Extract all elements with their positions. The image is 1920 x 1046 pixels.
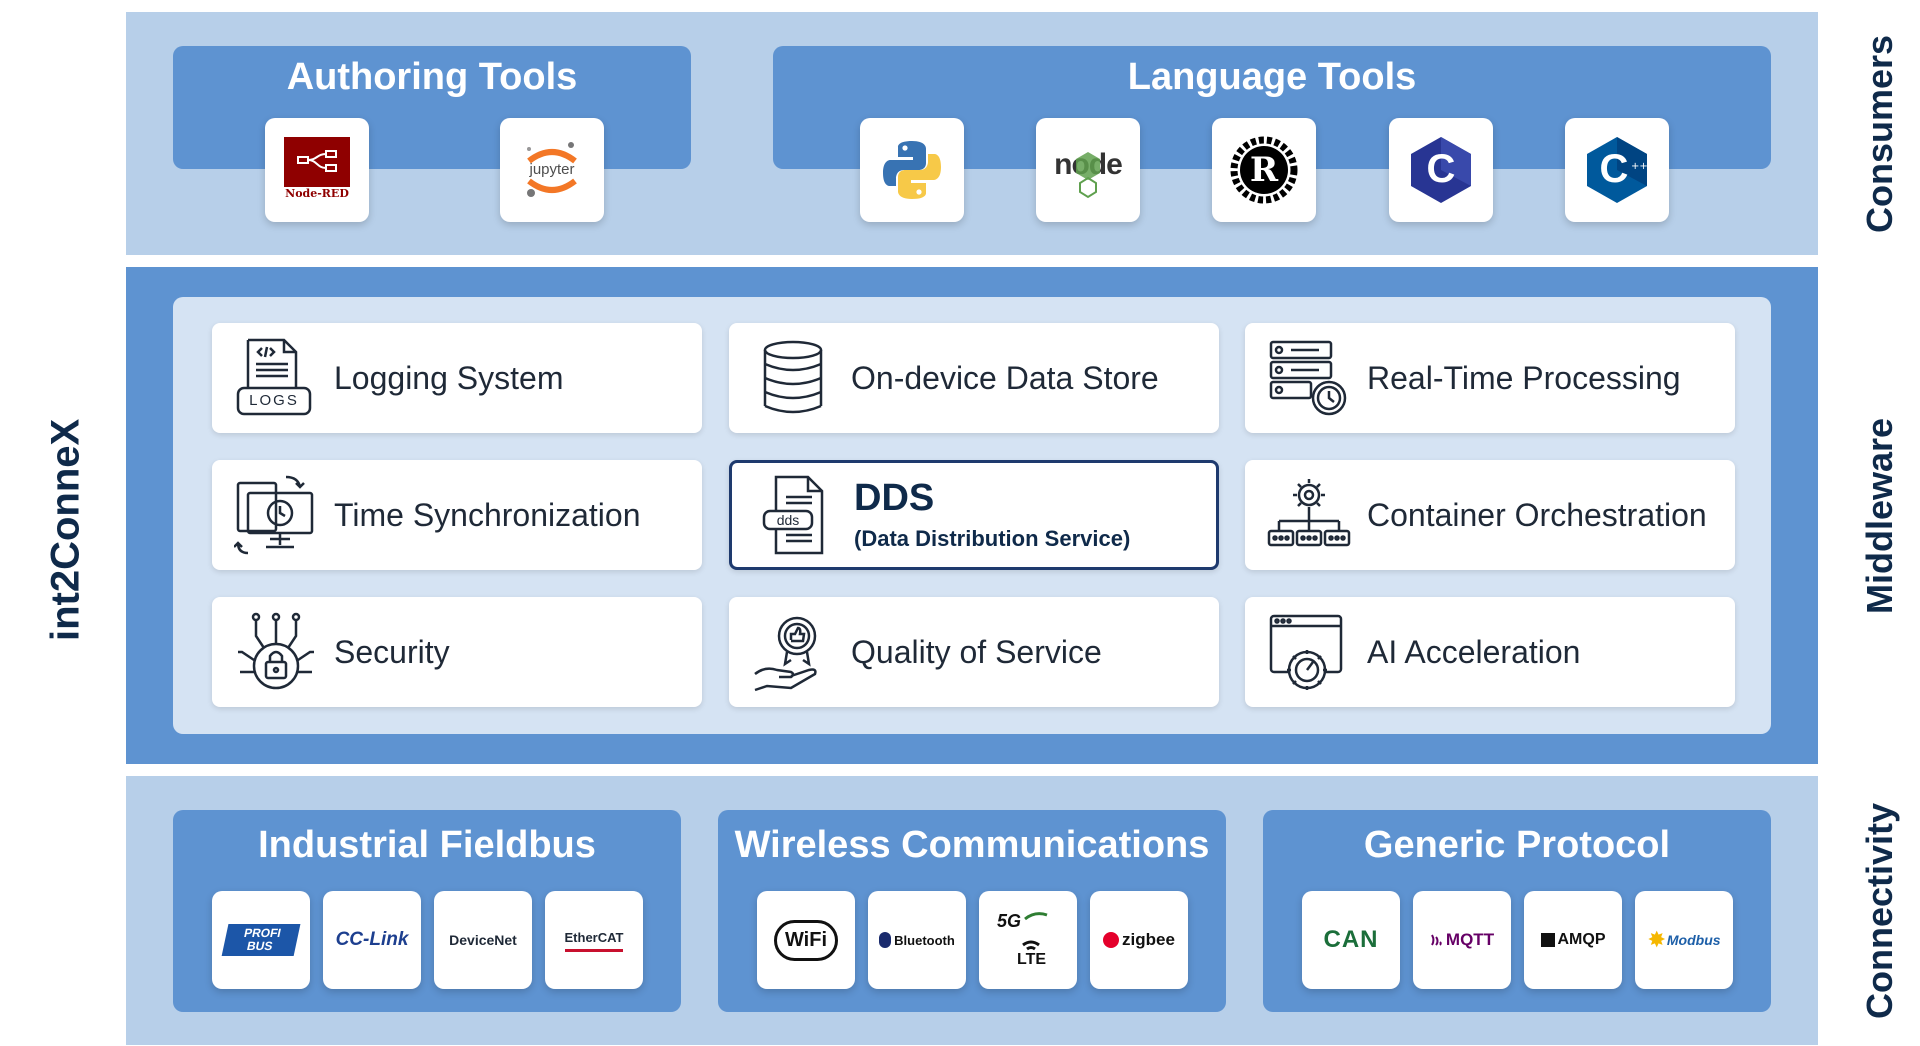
c-text: C [1426, 147, 1456, 191]
time-synchronization-card: Time Synchronization [212, 460, 702, 570]
modbus-text: Modbus [1666, 932, 1721, 948]
server-clock-icon [1269, 340, 1347, 416]
quality-of-service-card: Quality of Service [729, 597, 1219, 707]
devicenet-tile: DeviceNet [434, 891, 532, 989]
badge-hand-icon [754, 616, 817, 692]
profibus-icon: PROFI BUS [221, 923, 301, 957]
bluetooth-icon: Bluetooth [879, 932, 955, 948]
svg-text:++: ++ [1631, 161, 1648, 172]
ethercat-tile: EtherCAT [545, 891, 643, 989]
window-gauge-icon [1269, 614, 1343, 690]
logs-icon: LOGS [234, 336, 318, 420]
dds-title: DDS [854, 477, 935, 520]
c-tile: C [1389, 118, 1493, 222]
mqtt-text: MQTT [1445, 930, 1495, 949]
industrial-fieldbus-title: Industrial Fieldbus [258, 824, 596, 866]
can-icon: CAN [1323, 926, 1379, 953]
amqp-tile: AMQP [1524, 891, 1622, 989]
time-synchronization-label: Time Synchronization [334, 496, 641, 533]
cpp-icon: ++ C [1585, 135, 1649, 205]
jupyter-tile: jupyter [500, 118, 604, 222]
language-tools-title: Language Tools [1127, 56, 1417, 98]
real-time-processing-label: Real-Time Processing [1367, 359, 1681, 396]
rust-tile: R [1212, 118, 1316, 222]
rust-icon: R [1230, 136, 1298, 204]
cclink-icon: CC-Link [335, 929, 409, 950]
ethercat-icon: EtherCAT [564, 929, 624, 952]
data-store-card: On-device Data Store [729, 323, 1219, 433]
logging-system-card: LOGS Logging System [212, 323, 702, 433]
mqtt-tile: MQTT [1413, 891, 1511, 989]
modbus-tile: ✸ Modbus [1635, 891, 1733, 989]
dds-title-group: DDS (Data Distribution Service) [854, 477, 1131, 552]
lock-circuit-icon [238, 612, 314, 690]
profibus-tile: PROFI BUS [212, 891, 310, 989]
ethercat-text: EtherCAT [564, 929, 624, 945]
modbus-icon: ✸ Modbus [1647, 927, 1721, 952]
dds-subtitle: (Data Distribution Service) [854, 525, 1131, 551]
bluetooth-text: Bluetooth [894, 932, 955, 948]
dds-icon-text: dds [776, 512, 800, 528]
logs-icon-text: LOGS [249, 392, 299, 409]
amqp-icon: AMQP [1540, 931, 1606, 949]
zigbee-text: zigbee [1122, 930, 1175, 949]
devicenet-icon: DeviceNet [449, 932, 517, 948]
product-title: int2ConneX [43, 418, 88, 642]
5g-lte-tile: 5G LTE [979, 891, 1077, 989]
lte-text: LTE [1017, 951, 1047, 968]
quality-of-service-label: Quality of Service [851, 633, 1102, 670]
zigbee-icon: zigbee [1103, 930, 1175, 950]
python-icon [883, 141, 941, 199]
can-tile: CAN [1302, 891, 1400, 989]
security-card: Security [212, 597, 702, 707]
ai-acceleration-card: AI Acceleration [1245, 597, 1735, 707]
dds-card: dds DDS (Data Distribution Service) [729, 460, 1219, 570]
zigbee-tile: zigbee [1090, 891, 1188, 989]
authoring-tools-title: Authoring Tools [286, 56, 578, 98]
5g-lte-icon: 5G LTE [993, 907, 1063, 973]
cpp-tile: ++ C [1565, 118, 1669, 222]
generic-protocol-title: Generic Protocol [1363, 824, 1671, 866]
python-tile [860, 118, 964, 222]
cpp-text: C [1599, 147, 1629, 191]
c-icon: C [1409, 135, 1473, 205]
authoring-tools-group: Authoring Tools [173, 46, 691, 169]
container-orchestration-card: Container Orchestration [1245, 460, 1735, 570]
5g-text: 5G [997, 911, 1022, 931]
cclink-tile: CC-Link [323, 891, 421, 989]
layer-label-middleware: Middleware [1859, 417, 1900, 614]
node-red-tile: Node-RED [265, 118, 369, 222]
rust-text: R [1249, 150, 1279, 190]
dds-file-icon: dds [754, 473, 838, 557]
nodejs-icon: node [1048, 140, 1128, 200]
real-time-processing-card: Real-Time Processing [1245, 323, 1735, 433]
layer-label-connectivity: Connectivity [1859, 802, 1900, 1019]
jupyter-text: jupyter [529, 161, 575, 178]
wifi-tile: WiFi [757, 891, 855, 989]
logging-system-label: Logging System [334, 359, 564, 396]
profibus-text: PROFI BUS [242, 925, 283, 953]
security-label: Security [334, 633, 450, 670]
wifi-text: WiFi [784, 928, 828, 951]
container-orchestration-label: Container Orchestration [1367, 496, 1707, 533]
ai-acceleration-label: AI Acceleration [1367, 633, 1581, 670]
nodejs-tile: node [1036, 118, 1140, 222]
gear-network-icon [1267, 479, 1351, 547]
layer-label-consumers: Consumers [1859, 34, 1900, 233]
bluetooth-tile: Bluetooth [868, 891, 966, 989]
node-red-icon: Node-RED [284, 137, 350, 203]
jupyter-icon: jupyter [519, 137, 585, 203]
data-store-label: On-device Data Store [851, 359, 1159, 396]
database-icon [763, 340, 823, 414]
wireless-communications-title: Wireless Communications [734, 824, 1210, 866]
clock-sync-icon [234, 475, 314, 555]
wifi-icon: WiFi [773, 919, 839, 961]
mqtt-icon: MQTT [1430, 930, 1494, 950]
amqp-text: AMQP [1557, 931, 1606, 948]
node-red-text: Node-RED [285, 187, 349, 200]
